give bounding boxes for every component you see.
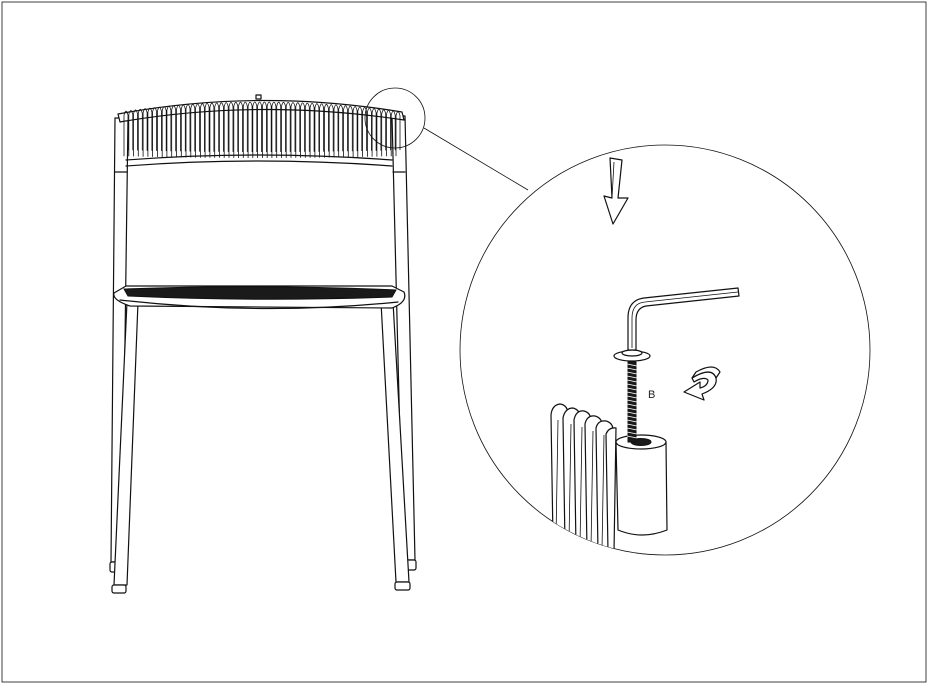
rotate-clockwise-arrow-icon (683, 366, 721, 401)
backrest-rope-weave (123, 101, 401, 158)
detail-circle (459, 144, 871, 556)
chair-seat (113, 285, 406, 310)
detail-bolt (613, 349, 651, 443)
zoom-source-circle (364, 87, 426, 149)
detail-view: B (459, 144, 871, 556)
detail-post-tube (615, 434, 668, 536)
chair-backrest (117, 94, 405, 167)
down-arrow-icon (603, 157, 629, 225)
allen-key-tool (627, 287, 740, 351)
part-label-b: B (648, 389, 655, 401)
bolt-thread (627, 361, 637, 443)
chair-illustration (109, 94, 417, 594)
detail-rope-ends (550, 403, 617, 553)
zoom-leader-line (423, 127, 529, 191)
